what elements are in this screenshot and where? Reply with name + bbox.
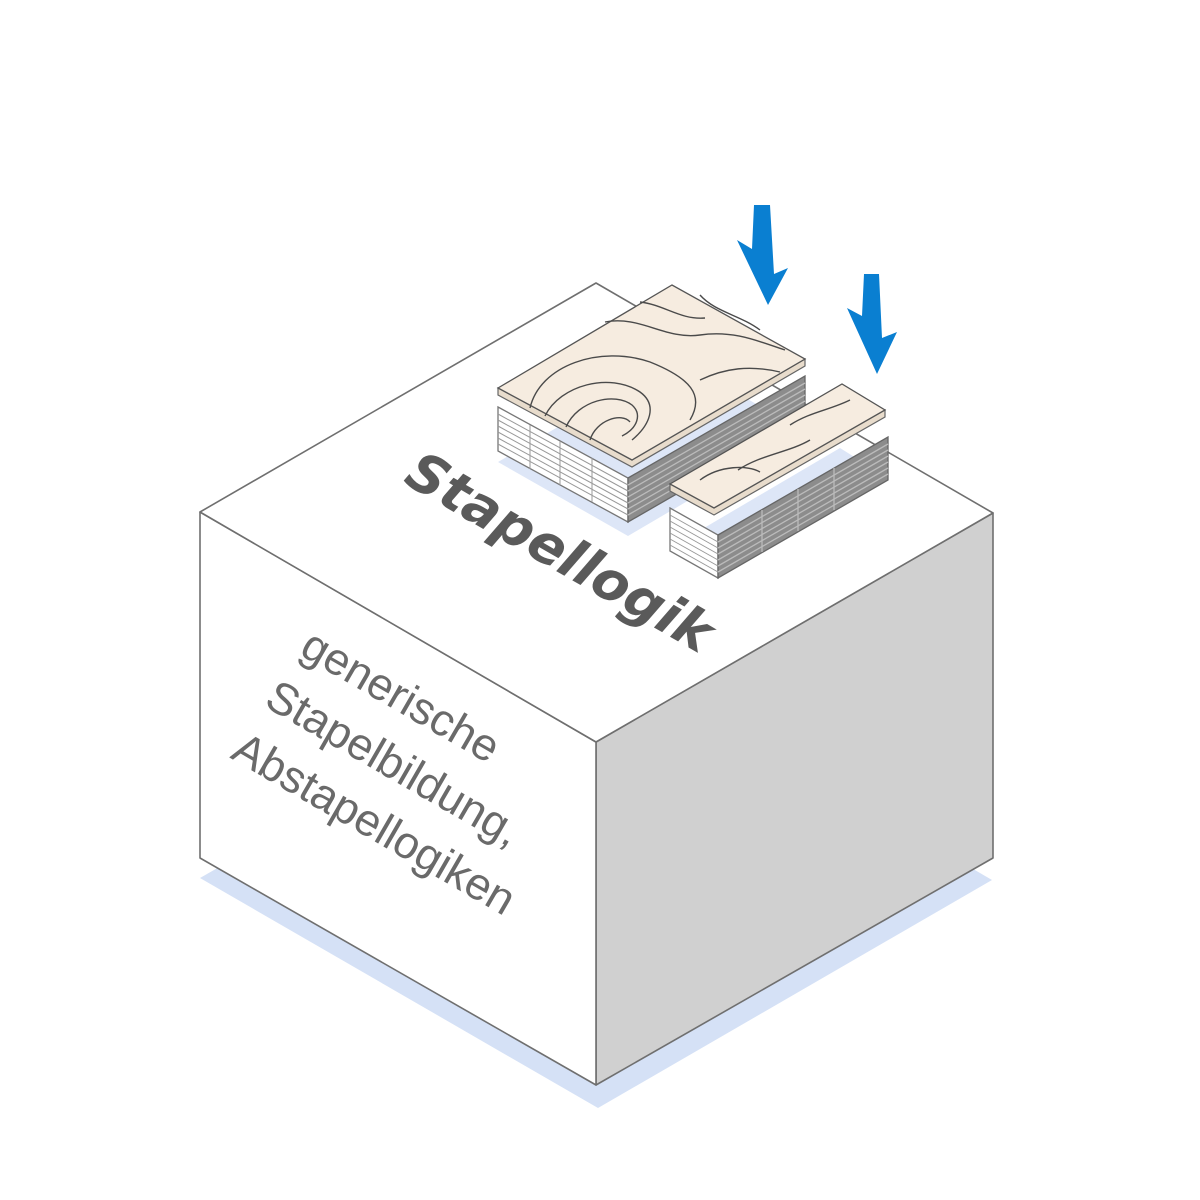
down-arrow-icon <box>847 274 897 374</box>
small-board-wood-grain <box>699 399 851 481</box>
small-stack-top-board <box>668 383 887 509</box>
small-lumber-stack <box>668 383 889 580</box>
down-arrow-icon <box>737 205 788 305</box>
large-lumber-stack <box>496 284 807 536</box>
large-board-wood-grain <box>529 294 786 441</box>
large-stack-top-board <box>496 284 807 461</box>
small-stack-right-side <box>717 435 889 580</box>
